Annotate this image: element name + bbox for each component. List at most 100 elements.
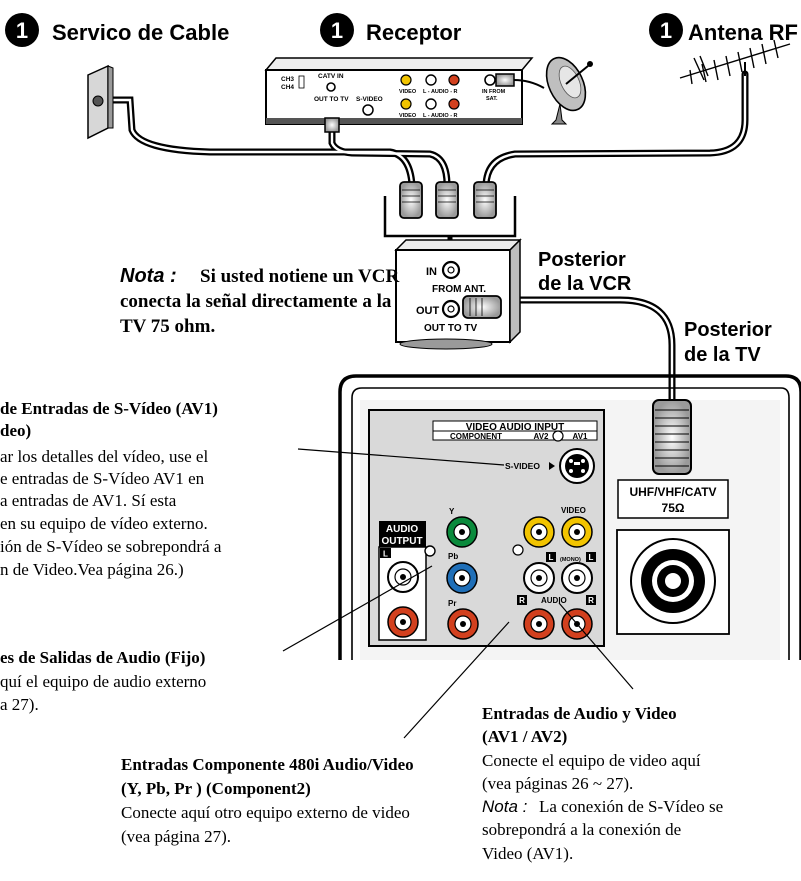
svg-text:Conecte el equipo de video aqu: Conecte el equipo de video aquí <box>482 751 701 770</box>
svg-text:VIDEO: VIDEO <box>399 89 417 95</box>
rca-audio-white <box>425 98 437 110</box>
svg-text:IN FROM: IN FROM <box>482 89 506 95</box>
svg-text:L - AUDIO - R: L - AUDIO - R <box>423 89 458 95</box>
sat-in-port <box>484 74 496 86</box>
s-video-port <box>362 104 374 116</box>
svg-text:75Ω: 75Ω <box>662 501 685 515</box>
rca-audio-white <box>425 74 437 86</box>
cable-antenna-to-splitter <box>482 70 749 189</box>
svg-text:SAT.: SAT. <box>486 96 498 102</box>
callout-component-title: Entradas Componente 480i Audio/Video <box>121 755 414 774</box>
svg-text:La conexión de S-Vídeo se: La conexión de S-Vídeo se <box>539 797 723 816</box>
cable-vcr-to-tv <box>496 296 676 404</box>
coax-fitting-icon <box>652 399 692 475</box>
svg-text:AV2: AV2 <box>534 432 550 441</box>
note-label: Nota : <box>120 265 177 287</box>
antenna-icon <box>679 39 791 85</box>
vcr-title-line1: Posterior <box>538 249 626 271</box>
svg-text:a 27).: a 27). <box>0 695 39 714</box>
callout-audio-output-title: es de Salidas de Audio (Fijo) <box>0 648 205 667</box>
svg-text:(Y, Pb, Pr ) (Component2): (Y, Pb, Pr ) (Component2) <box>121 779 311 798</box>
marker-1-icon <box>5 13 39 47</box>
rca-video-yellow <box>400 98 412 110</box>
svg-text:VIDEO: VIDEO <box>561 506 586 515</box>
callout-component: Entradas Componente 480i Audio/Video (Y,… <box>121 755 414 846</box>
svg-text:COMPONENT: COMPONENT <box>450 432 502 441</box>
coax-fitting-icon <box>435 181 459 219</box>
svg-text:S-VIDEO: S-VIDEO <box>356 96 383 103</box>
source-antenna-label: Antena RF <box>688 20 798 45</box>
note-line1: Si usted notiene un VCR <box>200 266 399 287</box>
svg-text:(AV1 / AV2): (AV1 / AV2) <box>482 727 567 746</box>
callout-av-inputs: Entradas de Audio y Video (AV1 / AV2) Co… <box>482 704 723 863</box>
svg-text:OUT TO TV: OUT TO TV <box>424 323 477 334</box>
svg-text:R: R <box>588 596 594 605</box>
rca-audio-red <box>448 74 460 86</box>
svg-text:e entradas de S-Vídeo AV1 en: e entradas de S-Vídeo AV1 en <box>0 469 205 488</box>
note-vcr: Nota : Si usted notiene un VCR conecta l… <box>120 265 399 337</box>
svg-text:Pb: Pb <box>448 552 458 561</box>
svg-text:deo): deo) <box>0 421 31 440</box>
svg-text:Y: Y <box>449 507 455 516</box>
coax-port-icon <box>92 95 104 107</box>
svg-text:VIDEO AUDIO INPUT: VIDEO AUDIO INPUT <box>466 422 565 433</box>
source-receiver-label: Receptor <box>366 20 462 45</box>
svg-text:CATV IN: CATV IN <box>318 73 344 80</box>
tv-title-line1: Posterior <box>684 319 772 341</box>
source-cable-label: Servico de Cable <box>52 20 229 45</box>
svg-text:CH3: CH3 <box>281 76 294 83</box>
svg-text:OUT TO TV: OUT TO TV <box>314 96 349 103</box>
svg-text:L: L <box>383 550 388 559</box>
coax-fitting-icon <box>399 181 423 219</box>
source-cable-heading: 1 Servico de Cable <box>5 13 229 47</box>
uhf-vhf-label-box <box>617 479 729 519</box>
svg-text:ar los detalles del vídeo, use: ar los detalles del vídeo, use el <box>0 447 208 466</box>
marker-number: 1 <box>331 18 343 43</box>
callout-av-title: Entradas de Audio y Video <box>482 704 677 723</box>
svg-text:L: L <box>549 553 554 562</box>
rca-video-yellow <box>400 74 412 86</box>
svg-text:n de Video.Vea página 26.): n de Video.Vea página 26.) <box>0 560 184 579</box>
svg-text:(vea página 27).: (vea página 27). <box>121 827 231 846</box>
note-line3: TV 75 ohm. <box>120 316 215 337</box>
svg-text:CH4: CH4 <box>281 84 294 91</box>
rca-audio-red <box>448 98 460 110</box>
out-to-tv-connector <box>324 117 340 133</box>
source-receiver-heading: 1 Receptor <box>320 13 462 47</box>
svg-text:OUTPUT: OUTPUT <box>381 536 422 547</box>
satellite-dish-icon <box>545 56 593 125</box>
vcr-title-line2: de la VCR <box>538 273 632 295</box>
catv-in-port <box>326 82 336 92</box>
coax-fitting-icon <box>473 181 497 219</box>
svg-text:sobrepondrá a la conexión de: sobrepondrá a la conexión de <box>482 820 681 839</box>
receiver-box: CH3 CH4 CATV IN OUT TO TV S-VIDEO VIDEO … <box>264 57 545 133</box>
svg-text:AUDIO: AUDIO <box>541 596 567 605</box>
tv-back-panel: AUDIO OUTPUT L VIDEO AUDIO INPUT COMPONE… <box>338 374 801 660</box>
svg-text:Conecte aquí otro equipo exter: Conecte aquí otro equipo externo de vide… <box>121 803 410 822</box>
svg-text:quí el equipo de audio externo: quí el equipo de audio externo <box>0 672 206 691</box>
svg-text:Pr: Pr <box>448 599 456 608</box>
svg-text:IN: IN <box>426 266 437 278</box>
svg-text:ión de S-Vídeo se sobrepondrá: ión de S-Vídeo se sobrepondrá a <box>0 537 222 556</box>
tv-title-line2: de la TV <box>684 344 761 366</box>
marker-1-icon <box>649 13 683 47</box>
marker-number: 1 <box>16 18 28 43</box>
svg-text:a entradas de AV1. Sí esta: a entradas de AV1. Sí esta <box>0 491 177 510</box>
svg-text:VIDEO: VIDEO <box>399 113 417 119</box>
audio-output-badge <box>379 521 426 547</box>
svg-text:(MONO): (MONO) <box>560 557 581 563</box>
svg-text:(vea páginas 26 ~ 27).: (vea páginas 26 ~ 27). <box>482 774 633 793</box>
svg-text:Nota :: Nota : <box>482 797 528 816</box>
svg-text:Video (AV1).: Video (AV1). <box>482 844 573 863</box>
svg-text:AV1: AV1 <box>573 432 589 441</box>
svg-text:R: R <box>519 596 525 605</box>
source-antenna-heading: 1 Antena RF <box>649 13 798 47</box>
marker-1-icon <box>320 13 354 47</box>
svg-text:OUT: OUT <box>416 305 440 317</box>
svg-text:L: L <box>589 553 594 562</box>
svg-text:S-VIDEO: S-VIDEO <box>505 461 540 471</box>
channel-switch <box>298 75 305 89</box>
svg-text:AUDIO: AUDIO <box>386 524 418 535</box>
callout-audio-output: es de Salidas de Audio (Fijo) quí el equ… <box>0 648 206 714</box>
